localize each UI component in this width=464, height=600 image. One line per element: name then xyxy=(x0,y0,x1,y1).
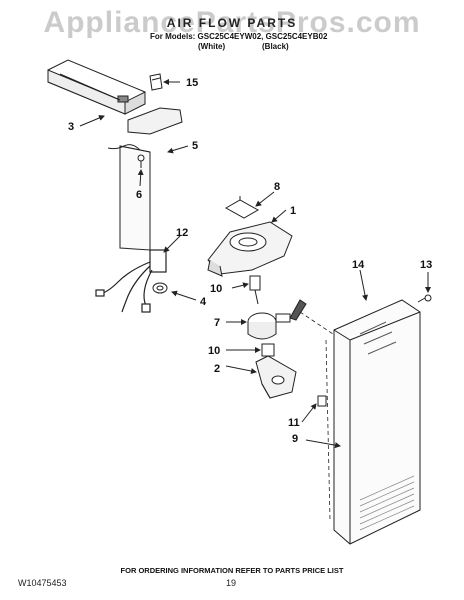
part-7-fan-motor[interactable] xyxy=(247,299,307,340)
part-8-damper-flap[interactable] xyxy=(224,196,260,219)
callout-12: 12 xyxy=(176,227,188,239)
part-6-screw[interactable] xyxy=(137,154,145,168)
part-12-wire-harness[interactable] xyxy=(95,249,167,313)
callout-14: 14 xyxy=(352,259,365,271)
callout-2: 2 xyxy=(214,363,220,375)
footer-page-number: 19 xyxy=(226,578,237,588)
callout-5: 5 xyxy=(192,140,198,152)
part-10-connector-bottom[interactable] xyxy=(261,343,275,357)
callout-3: 3 xyxy=(68,121,74,133)
callout-4: 4 xyxy=(200,296,207,308)
footer-doc-number: W10475453 xyxy=(18,578,67,588)
part-10-connector-top[interactable] xyxy=(249,275,261,305)
callout-10-bottom: 10 xyxy=(208,345,220,357)
callout-15: 15 xyxy=(186,77,198,89)
callout-10-top: 10 xyxy=(210,283,222,295)
callout-11: 11 xyxy=(288,417,300,429)
footer-order-info: FOR ORDERING INFORMATION REFER TO PARTS … xyxy=(120,566,344,575)
models-line: For Models: GSC25C4EYW02, GSC25C4EYB02 xyxy=(150,32,328,41)
callout-7: 7 xyxy=(214,317,220,329)
callout-9: 9 xyxy=(292,433,298,445)
callout-8: 8 xyxy=(274,181,280,193)
part-1-fan-housing[interactable] xyxy=(207,221,293,277)
assembly-dashed-leaders xyxy=(299,311,337,521)
part-13-screw[interactable] xyxy=(417,294,432,303)
part-15-clip[interactable] xyxy=(149,73,163,91)
part-2-motor-bracket[interactable] xyxy=(255,355,297,399)
part-4-grommet[interactable] xyxy=(152,282,168,294)
part-3-duct-housing[interactable] xyxy=(47,59,146,115)
variant-black-label: (Black) xyxy=(262,42,289,51)
part-14-rear-panel[interactable] xyxy=(333,299,421,545)
part-5-insulation-panel[interactable] xyxy=(107,107,183,251)
diagram-title: AIR FLOW PARTS xyxy=(166,16,298,30)
variant-white-label: (White) xyxy=(198,42,226,51)
callout-1: 1 xyxy=(290,205,296,217)
part-11-clip[interactable] xyxy=(317,395,327,407)
callout-13: 13 xyxy=(420,259,432,271)
callout-6: 6 xyxy=(136,189,142,201)
callout-leaders xyxy=(79,79,431,449)
